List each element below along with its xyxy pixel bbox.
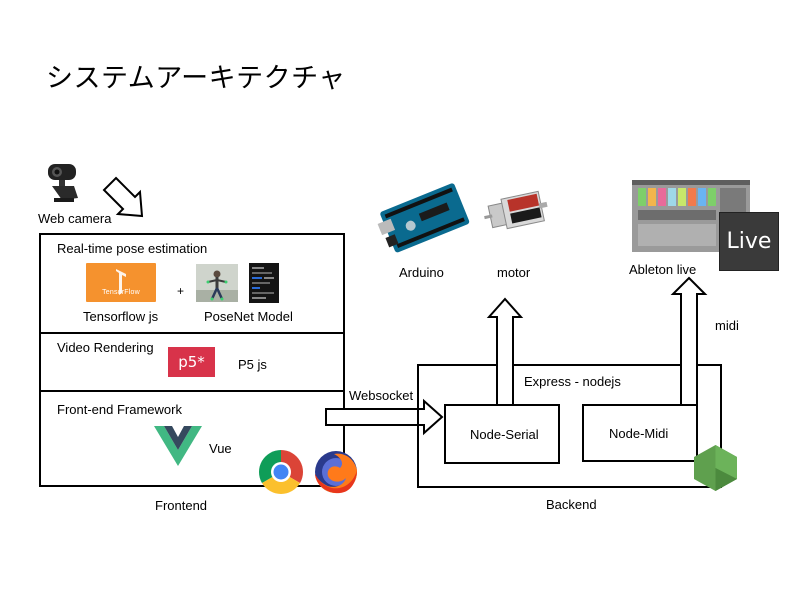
motor-icon — [484, 186, 552, 238]
framework-heading: Front-end Framework — [57, 402, 182, 417]
midi-up-arrow — [670, 276, 708, 406]
frontend-caption: Frontend — [155, 498, 208, 513]
midi-label: midi — [715, 318, 739, 333]
posenet-ui-thumbnail — [249, 263, 279, 303]
node-midi-box — [582, 404, 698, 462]
arduino-label: Arduino — [399, 265, 444, 280]
webcam-icon — [44, 160, 84, 208]
p5-logo-text: p5* — [178, 353, 205, 371]
ableton-label: Ableton live — [629, 262, 697, 277]
express-label: Express - nodejs — [524, 374, 621, 389]
tensorflow-logo-text: TensorFlow — [102, 289, 140, 296]
pose-heading: Real-time pose estimation — [57, 241, 208, 256]
tensorflow-label: Tensorflow js — [83, 309, 159, 324]
posenet-label: PoseNet Model — [204, 309, 293, 324]
frontend-box — [39, 233, 345, 487]
page-title: システムアーキテクチャ — [46, 63, 346, 94]
backend-caption: Backend — [546, 497, 597, 512]
nodejs-icon — [693, 444, 738, 492]
arduino-icon — [374, 180, 474, 253]
camera-arrow — [102, 176, 148, 222]
node-midi-label: Node-Midi — [609, 426, 669, 441]
serial-up-arrow — [486, 297, 524, 406]
vue-label: Vue — [209, 441, 232, 456]
p5-logo: p5* — [168, 347, 215, 377]
firefox-icon — [312, 448, 360, 496]
vue-logo — [154, 426, 202, 466]
ableton-live-logo-text: Live — [726, 229, 772, 254]
websocket-label: Websocket — [349, 388, 414, 403]
frontend-divider — [39, 332, 345, 334]
frontend-divider — [39, 390, 345, 392]
websocket-arrow — [325, 398, 444, 436]
video-heading: Video Rendering — [57, 340, 154, 355]
ableton-live-logo: Live — [719, 212, 779, 271]
tensorflow-logo: TensorFlow — [86, 263, 156, 302]
posenet-photo — [196, 264, 238, 302]
chrome-icon — [258, 449, 304, 495]
webcam-label: Web camera — [38, 211, 112, 226]
p5-label: P5 js — [238, 357, 267, 372]
plus-sign: + — [177, 284, 185, 298]
node-serial-label: Node-Serial — [470, 427, 539, 442]
backend-box — [417, 364, 722, 488]
motor-label: motor — [497, 265, 531, 280]
